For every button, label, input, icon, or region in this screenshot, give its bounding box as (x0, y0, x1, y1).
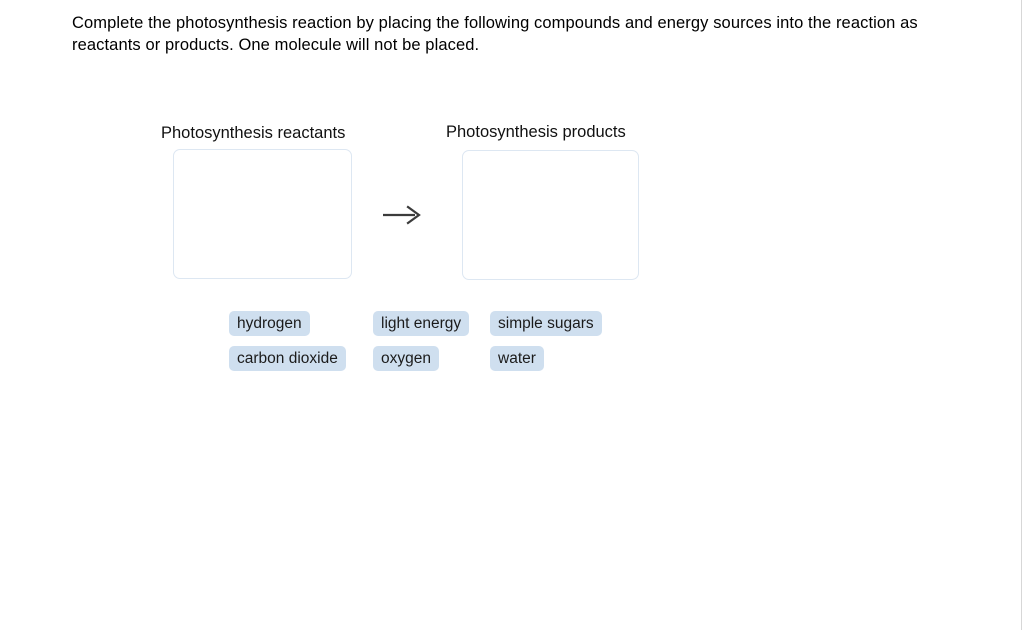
chip-oxygen[interactable]: oxygen (373, 346, 439, 371)
chip-simple-sugars[interactable]: simple sugars (490, 311, 602, 336)
right-arrow-icon (381, 203, 425, 227)
reactants-label: Photosynthesis reactants (161, 124, 346, 142)
reactants-dropzone[interactable] (173, 149, 352, 279)
chip-water[interactable]: water (490, 346, 544, 371)
chip-light-energy[interactable]: light energy (373, 311, 470, 336)
right-edge-divider (1021, 0, 1022, 630)
chip-hydrogen[interactable]: hydrogen (229, 311, 310, 336)
question-prompt: Complete the photosynthesis reaction by … (72, 14, 918, 54)
chip-carbon-dioxide[interactable]: carbon dioxide (229, 346, 346, 371)
products-label: Photosynthesis products (446, 123, 626, 141)
products-dropzone[interactable] (462, 150, 639, 280)
